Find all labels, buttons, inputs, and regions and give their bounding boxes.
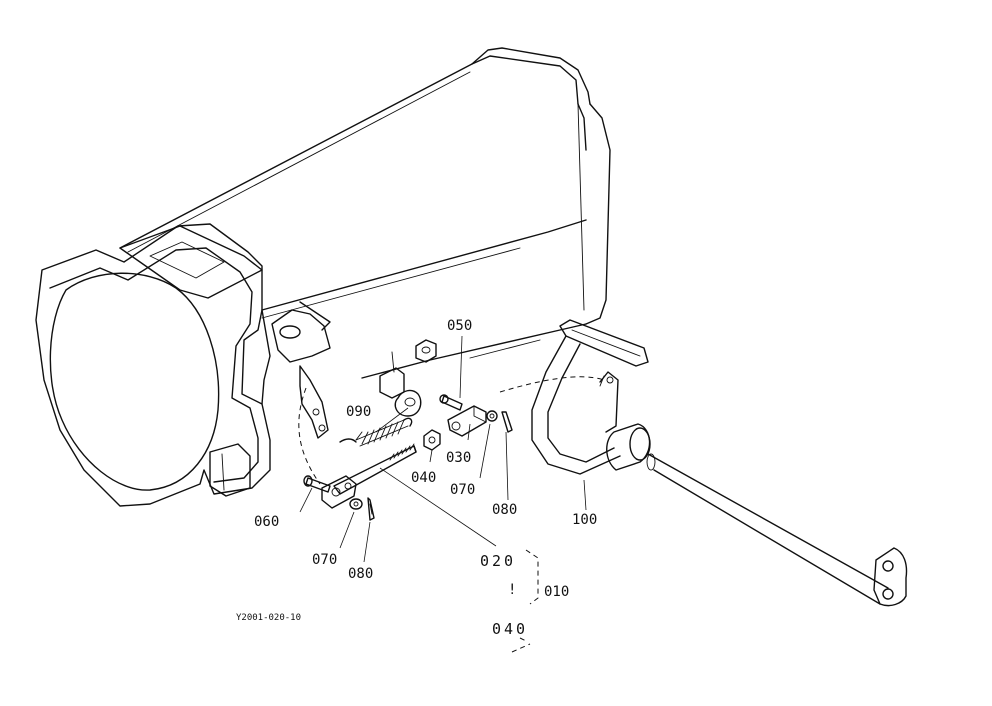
label-100: 100 [572,512,597,528]
label-090: 090 [346,404,371,420]
label-030: 030 [446,450,471,466]
label-040: 040 [411,470,436,486]
label-070-right: 070 [450,482,475,498]
label-060: 060 [254,514,279,530]
transmission-housing [119,47,611,379]
linkage-path-dashed [298,387,321,485]
pedal-link-dashed [499,376,605,393]
right-clevis [439,394,487,437]
label-080-right: 080 [492,502,517,518]
left-washer [349,498,363,510]
label-050: 050 [447,318,472,334]
right-washer [486,410,498,422]
label-040-group: 040 [492,620,528,638]
spring-anchor-bracket [379,339,437,417]
label-bang: ! [508,582,516,598]
right-split-pin [501,411,513,433]
label-010: 010 [544,584,569,600]
return-spring [339,417,413,447]
clutch-pedal-assembly [531,319,908,607]
label-080-left: 080 [348,566,373,582]
left-split-pin [367,497,375,521]
left-clevis [303,475,357,509]
label-020: 020 [480,552,516,570]
bell-housing [35,223,271,507]
label-070-left: 070 [312,552,337,568]
lock-nut [423,429,441,451]
figure-code: Y2001-020-10 [236,613,301,623]
clutch-rod [333,443,417,495]
callout-leaders [299,335,587,653]
linkage-bracket [271,301,331,439]
